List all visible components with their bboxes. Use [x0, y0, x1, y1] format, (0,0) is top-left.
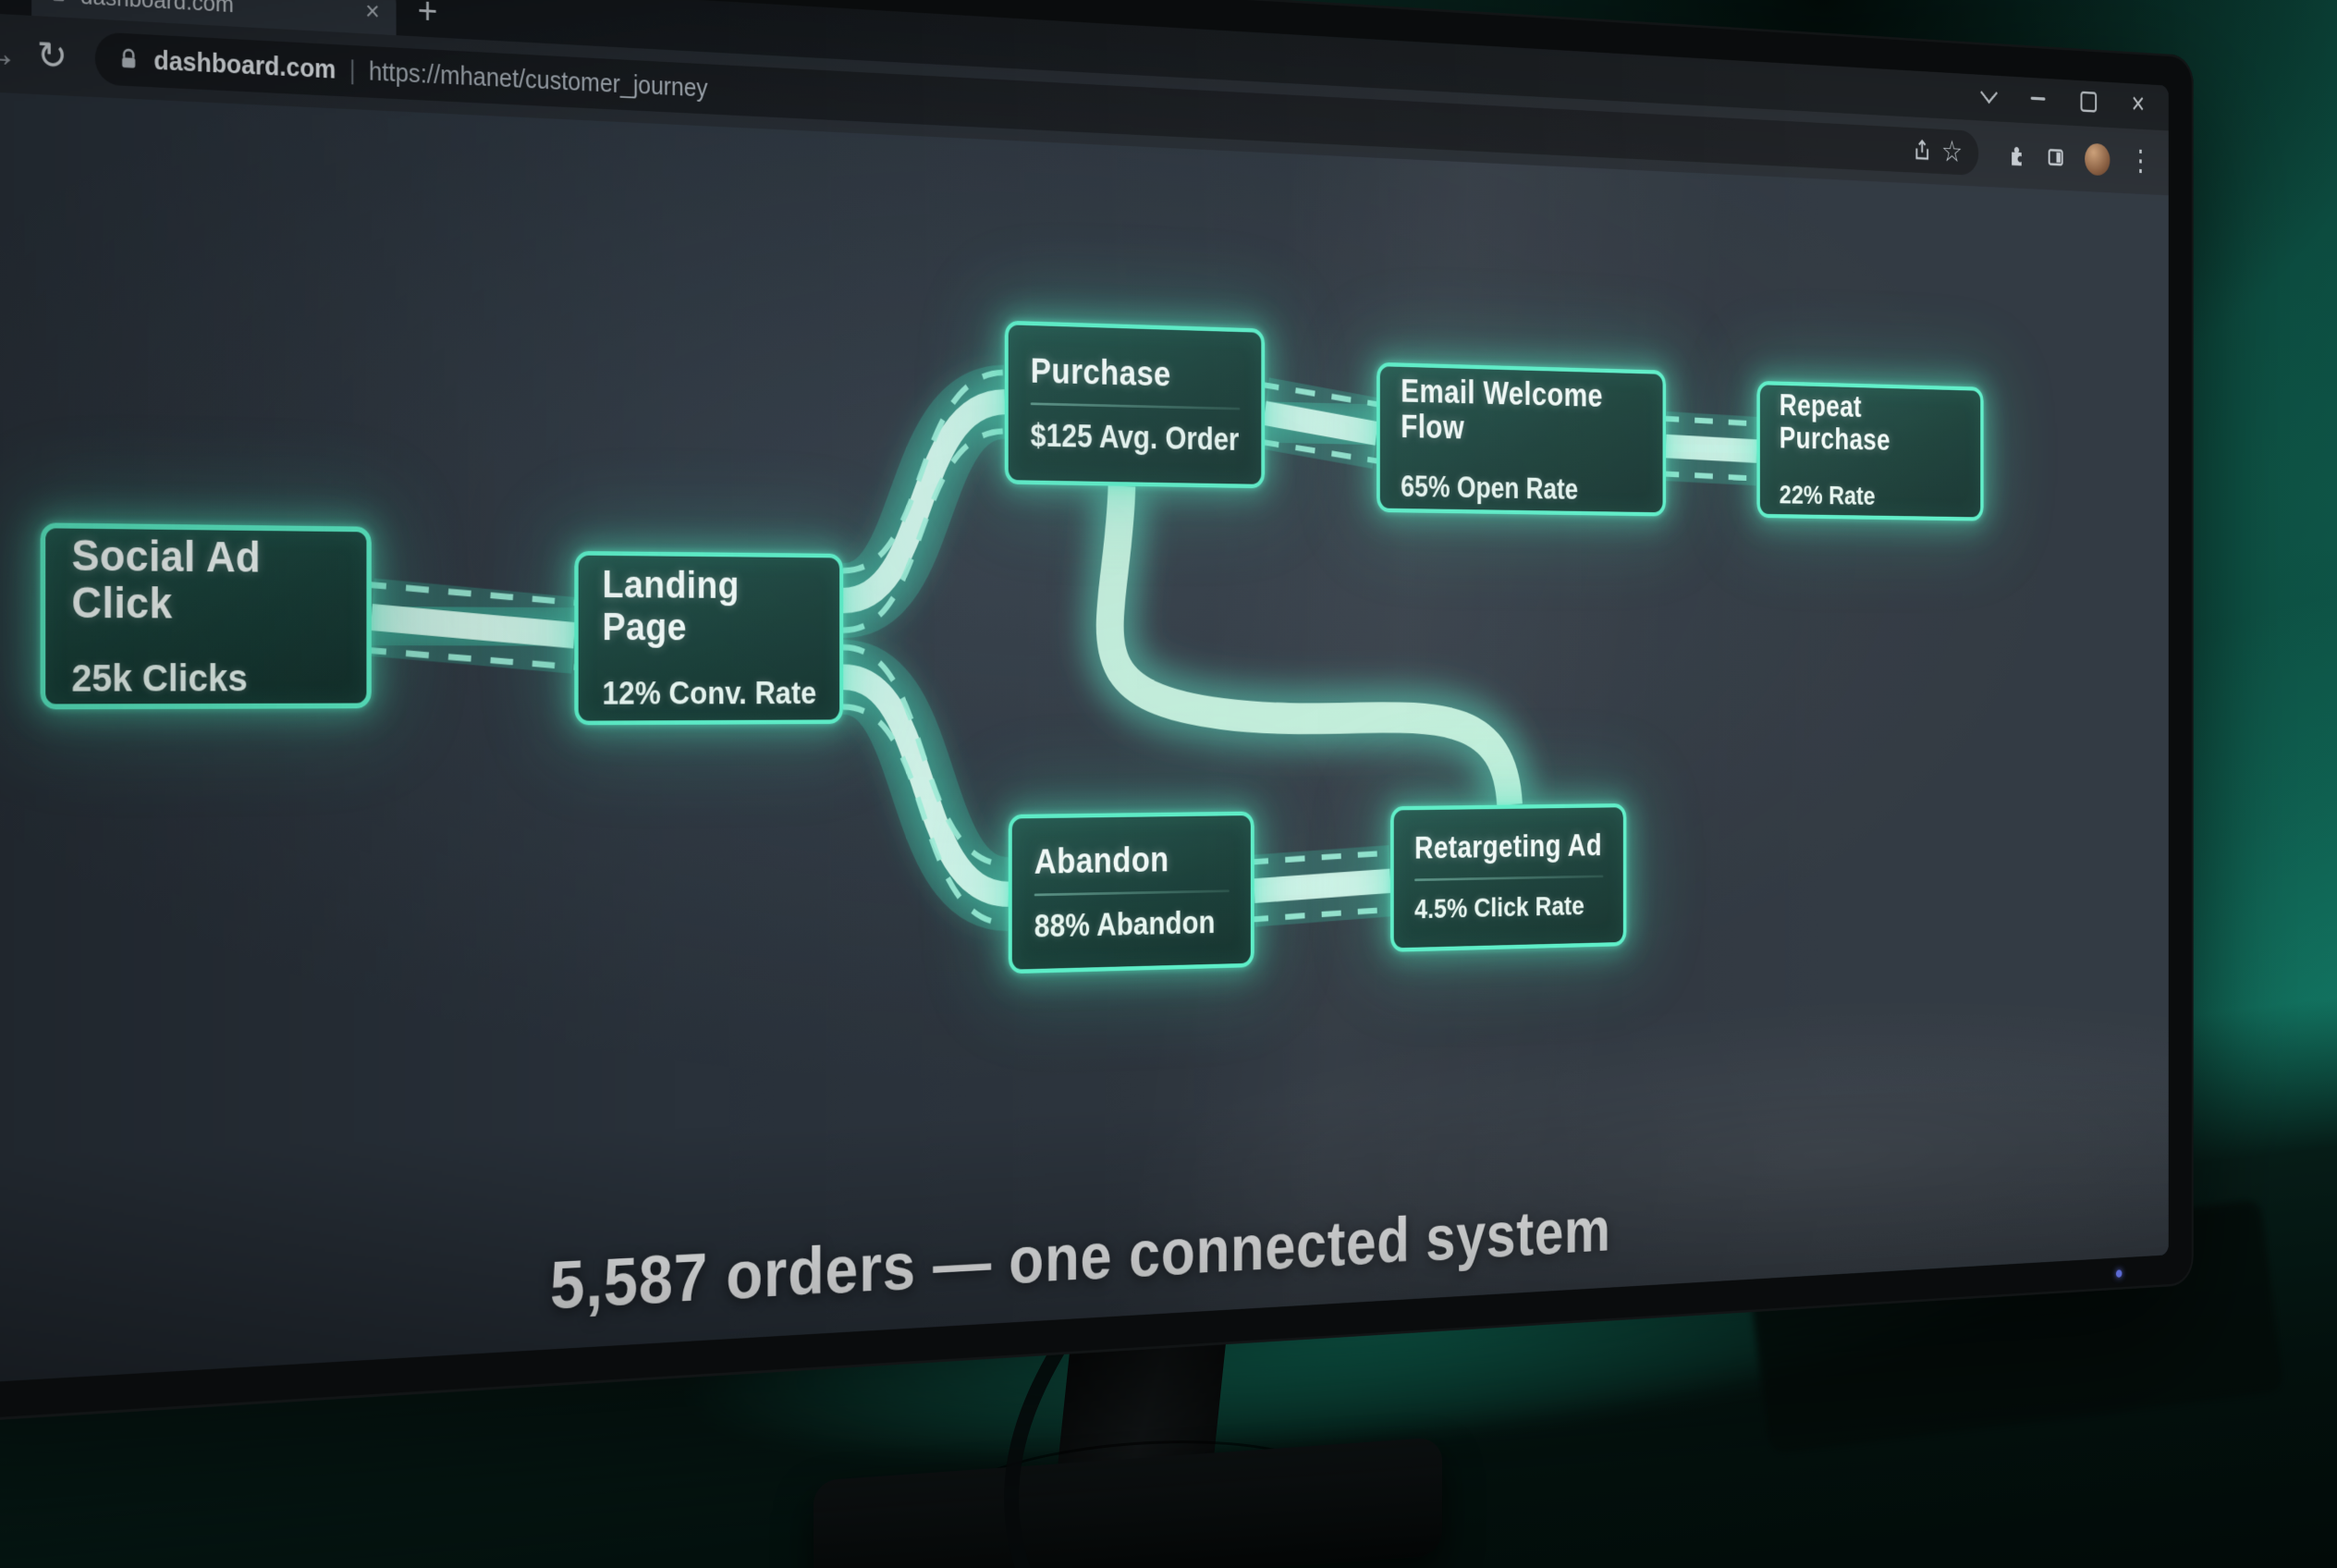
tab-close-icon[interactable]: ×	[365, 0, 380, 27]
lock-icon	[117, 47, 140, 68]
window-controls: ×	[1980, 81, 2146, 121]
side-panel-icon[interactable]	[2046, 145, 2065, 170]
node-value: $125 Avg. Order	[1030, 418, 1240, 459]
tab-favicon-lock-icon	[53, 0, 65, 2]
node-title: Email Welcome Flow	[1401, 373, 1603, 447]
node-title: Retargeting Ad	[1414, 828, 1602, 866]
node-email-welcome-flow[interactable]: Email Welcome Flow 65% Open Rate	[1377, 361, 1667, 517]
browser-toolbar: ← → ↻ dashboard.com | https://mhanet/cus…	[0, 8, 2169, 196]
node-purchase[interactable]: Purchase $125 Avg. Order	[1004, 320, 1266, 489]
node-divider	[1414, 875, 1604, 881]
node-divider	[1034, 889, 1230, 897]
share-icon[interactable]	[1913, 139, 1931, 163]
node-landing-page[interactable]: Landing Page 12% Conv. Rate	[574, 550, 844, 726]
close-window-button[interactable]: ×	[2131, 88, 2146, 121]
node-title: Purchase	[1030, 350, 1171, 394]
edge-purchase-to-retargeting-ad	[1110, 485, 1510, 809]
extensions-puzzle-icon[interactable]	[2007, 142, 2026, 167]
browser-window: dashboard.com × + × ← → ↻	[0, 0, 2169, 1388]
node-value: 12% Conv. Rate	[602, 675, 817, 712]
restore-window-button[interactable]	[2080, 91, 2098, 113]
node-value: 22% Rate	[1779, 479, 1876, 511]
edge-social-ad-click-to-landing-page	[363, 584, 582, 668]
node-value: 4.5% Click Rate	[1414, 890, 1585, 925]
node-repeat-purchase[interactable]: Repeat Purchase 22% Rate	[1756, 380, 1984, 521]
edge-email-welcome-flow-to-repeat-purchase	[1660, 419, 1762, 479]
minimize-button[interactable]	[2030, 96, 2046, 101]
forward-button[interactable]: →	[0, 30, 18, 76]
reload-button[interactable]: ↻	[36, 32, 67, 78]
node-title: Repeat Purchase	[1779, 389, 1890, 458]
edge-purchase-to-email-welcome-flow	[1259, 385, 1383, 462]
new-tab-button[interactable]: +	[417, 0, 438, 32]
node-title: Landing Page	[602, 563, 740, 649]
edge-abandon-to-retargeting-ad	[1249, 852, 1396, 920]
profile-avatar[interactable]	[2085, 142, 2111, 177]
curved-monitor: dashboard.com × + × ← → ↻	[0, 0, 2169, 1388]
node-value: 88% Abandon	[1034, 905, 1216, 945]
url-domain-text: dashboard.com	[153, 45, 336, 84]
node-value: 25k Clicks	[71, 656, 248, 700]
node-divider	[1779, 467, 1963, 471]
node-title: Abandon	[1034, 839, 1169, 881]
node-title: Social Ad Click	[71, 532, 262, 629]
node-divider	[1401, 456, 1644, 461]
node-value: 65% Open Rate	[1401, 469, 1579, 506]
bookmark-star-icon[interactable]: ☆	[1941, 135, 1963, 169]
node-abandon[interactable]: Abandon 88% Abandon	[1008, 811, 1254, 974]
power-led	[2115, 1269, 2123, 1278]
edge-landing-page-to-purchase	[843, 368, 1005, 631]
url-separator: |	[349, 55, 356, 85]
customer-journey-canvas: Social Ad Click 25k Clicks Landing Page …	[0, 87, 2169, 1388]
node-divider	[1030, 402, 1241, 410]
url-address-bar[interactable]: dashboard.com | https://mhanet/customer_…	[94, 31, 1979, 176]
toolbar-extensions-area: ⋮	[2007, 139, 2152, 178]
node-retargeting-ad[interactable]: Retargeting Ad 4.5% Click Rate	[1390, 802, 1627, 952]
chevron-down-icon[interactable]	[1980, 81, 1998, 104]
browser-menu-icon[interactable]: ⋮	[2129, 145, 2152, 178]
node-social-ad-click[interactable]: Social Ad Click 25k Clicks	[40, 522, 372, 710]
edge-landing-page-to-abandon	[843, 647, 1009, 927]
